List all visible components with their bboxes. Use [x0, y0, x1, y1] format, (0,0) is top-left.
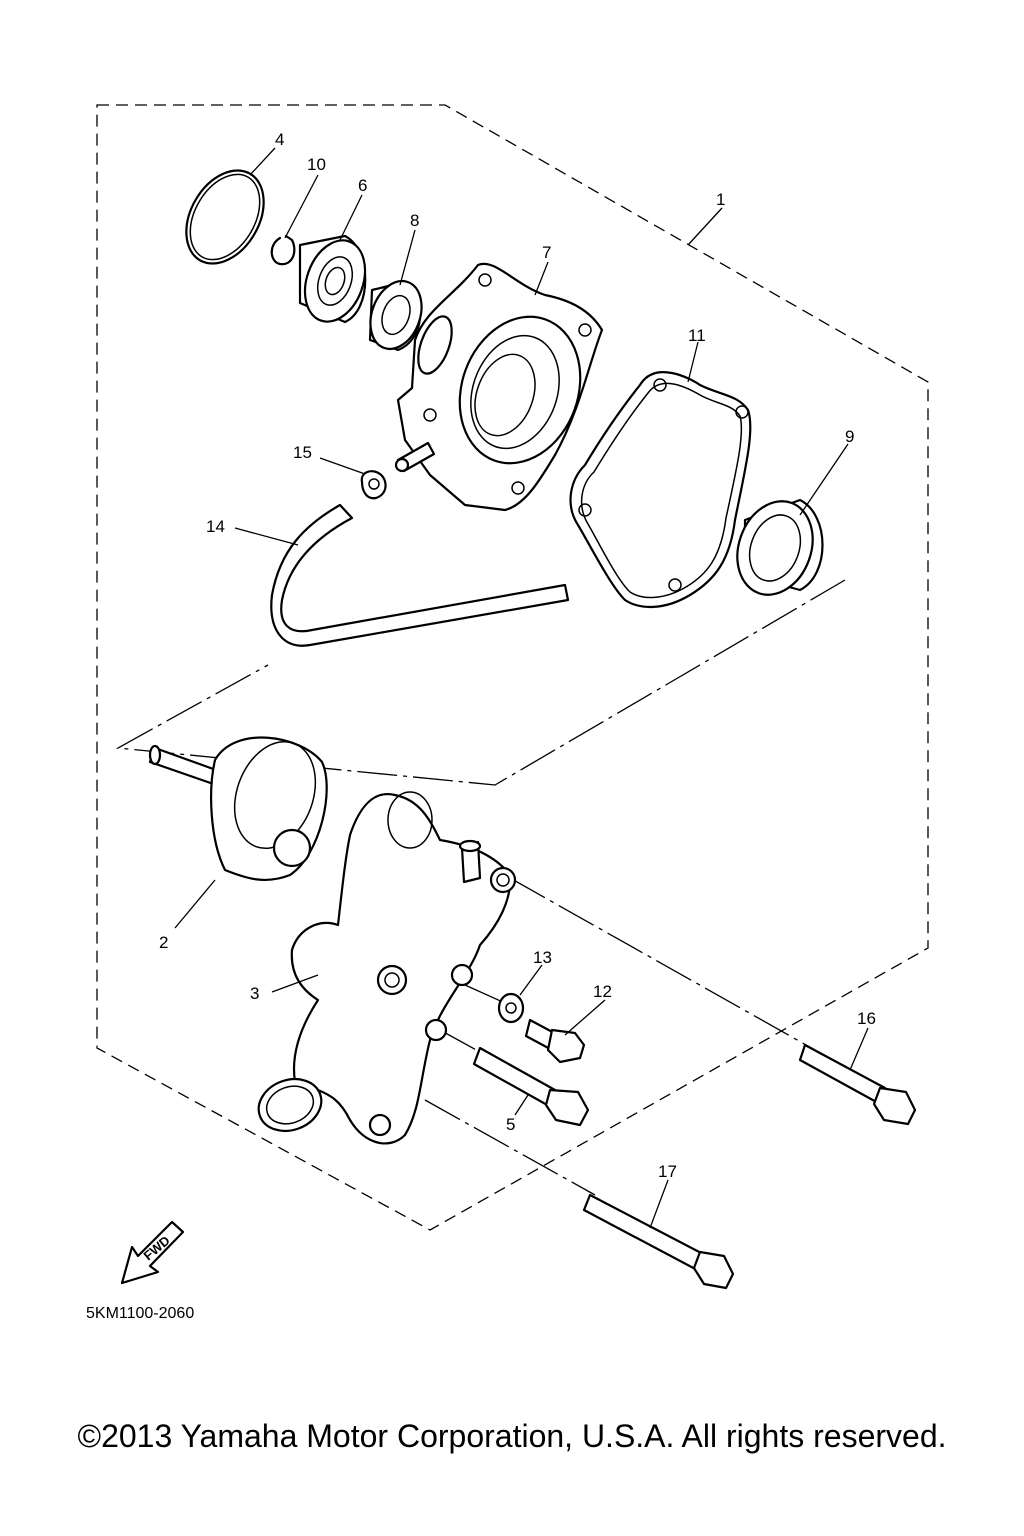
part-number-8: 8 — [410, 211, 419, 230]
bolt-5-part — [472, 1046, 590, 1127]
bolt16-axis — [509, 877, 816, 1051]
hose-part — [270, 503, 570, 647]
bolt17-axis — [424, 1099, 596, 1196]
part-number-15: 15 — [293, 443, 312, 462]
part-number-3: 3 — [250, 984, 259, 1003]
part-number-16: 16 — [857, 1009, 876, 1028]
drawing-code: 5KM1100-2060 — [86, 1305, 194, 1322]
part-number-11: 11 — [688, 326, 706, 345]
leader-lines — [174, 147, 869, 1229]
hose-clamp-part — [360, 470, 387, 500]
bolt-17-part — [582, 1193, 735, 1290]
part-number-14: 14 — [206, 517, 225, 536]
impeller-shaft-part — [148, 736, 328, 882]
bolt5-axis — [439, 1029, 481, 1053]
mechanical-seal-part — [736, 498, 824, 596]
part-number-7: 7 — [542, 243, 551, 262]
part-number-4: 4 — [275, 130, 284, 149]
part-number-1: 1 — [716, 190, 725, 209]
washer-part — [497, 992, 525, 1024]
pump-housing-part — [394, 262, 604, 512]
part-number-2: 2 — [159, 933, 168, 952]
part-number-13: 13 — [533, 948, 552, 967]
part-number-17: 17 — [658, 1162, 677, 1181]
assembly-boundary — [96, 104, 929, 1231]
part-number-6: 6 — [358, 176, 367, 195]
bearing-part — [298, 234, 367, 324]
circlip-part — [270, 234, 296, 266]
part-number-12: 12 — [593, 982, 612, 1001]
oil-seal-part — [368, 280, 423, 352]
copyright-notice: ©2013 Yamaha Motor Corporation, U.S.A. A… — [77, 1418, 947, 1454]
o-ring-part — [185, 169, 265, 265]
gasket-part — [569, 371, 752, 609]
bolt12-axis — [464, 984, 506, 1004]
short-bolt-part — [524, 1018, 586, 1064]
part-number-5: 5 — [506, 1115, 515, 1134]
part-number-10: 10 — [307, 155, 326, 174]
fwd-arrow-icon: FWD — [120, 1220, 185, 1285]
part-number-9: 9 — [845, 427, 854, 446]
bolt-16-part — [798, 1043, 917, 1126]
pump-body-part — [257, 791, 517, 1145]
